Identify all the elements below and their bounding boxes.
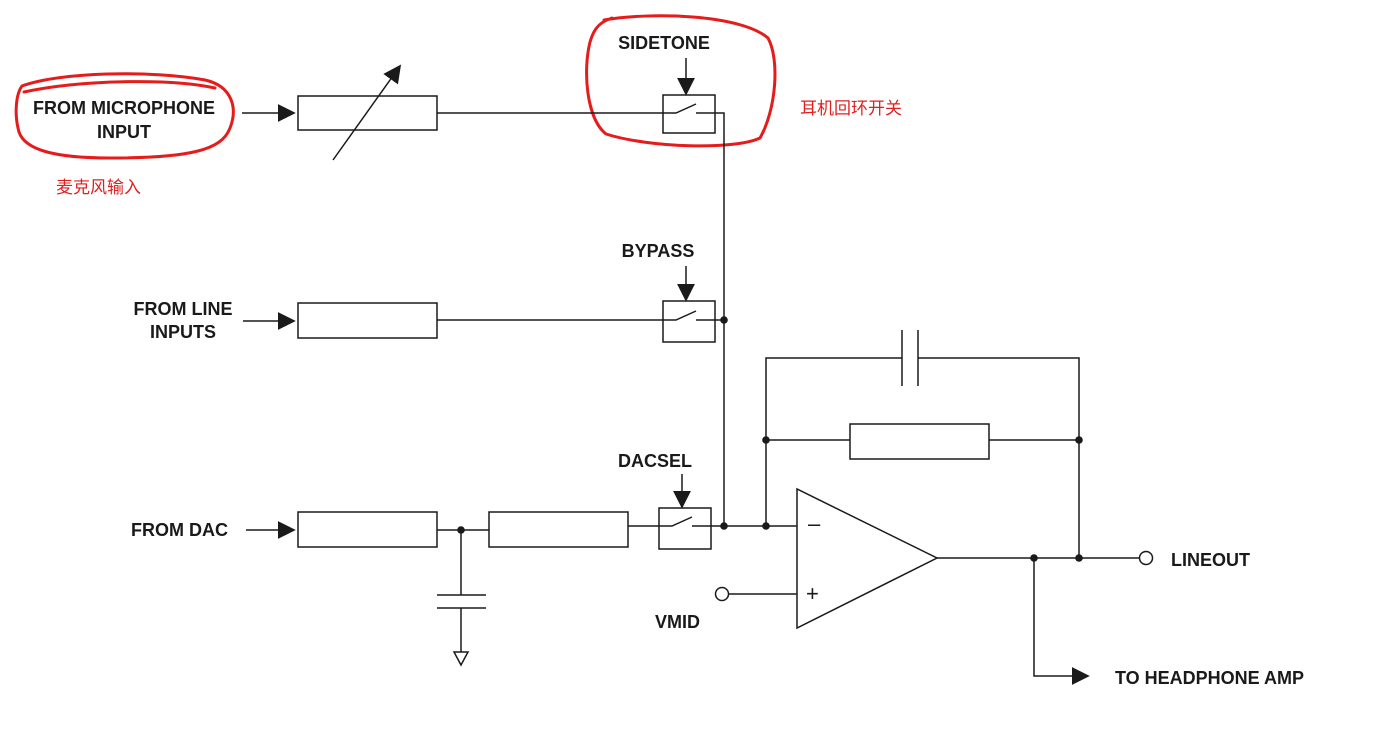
mic-label-line1: FROM MICROPHONE — [33, 98, 215, 118]
feedback-cap-wire-left — [765, 357, 902, 526]
op-amp — [796, 487, 939, 630]
feedback-junction-left — [762, 436, 770, 444]
vmid-terminal — [714, 586, 730, 602]
bypass-switch — [662, 300, 716, 343]
sidetone-cn-annotation: 耳机回环开关 — [800, 99, 902, 119]
headphone-label: TO HEADPHONE AMP — [1115, 668, 1304, 688]
op-amp-plus: + — [806, 581, 819, 606]
lineout-terminal — [1138, 550, 1154, 566]
bypass-label: BYPASS — [622, 241, 695, 261]
mic-highlight-outline — [14, 72, 235, 160]
dacsel-switch-contact — [659, 516, 711, 527]
sidetone-label: SIDETONE — [618, 33, 710, 53]
sidetone-switch — [662, 94, 716, 134]
mic-label-line2: INPUT — [97, 122, 151, 142]
dac-label: FROM DAC — [131, 520, 228, 540]
sidetone-wire — [715, 112, 725, 526]
feedback-junction-right — [1075, 436, 1083, 444]
mic-pga-block — [297, 95, 438, 131]
output-junction-2 — [1075, 554, 1083, 562]
vmid-label: VMID — [655, 612, 700, 632]
sidetone-highlight-outline — [585, 14, 777, 148]
op-amp-minus: – — [808, 511, 821, 536]
headphone-wire — [1033, 558, 1090, 685]
dacsel-switch — [658, 507, 712, 550]
ground-symbol — [452, 651, 470, 667]
dacsel-label: DACSEL — [618, 451, 692, 471]
mic-cn-annotation: 麦克风输入 — [56, 178, 141, 198]
dac-block — [297, 511, 438, 548]
bypass-switch-contact — [663, 310, 724, 321]
sidetone-switch-contact — [663, 103, 715, 114]
summing-junction-1 — [720, 522, 728, 530]
line-input-block — [297, 302, 438, 339]
bypass-junction — [720, 316, 728, 324]
line-input-label-line2: INPUTS — [150, 322, 216, 342]
feedback-cap-wire-right — [918, 357, 1080, 558]
variable-gain-arrow — [332, 64, 402, 161]
line-input-label-line1: FROM LINE — [134, 299, 233, 319]
lineout-label: LINEOUT — [1171, 550, 1250, 570]
dac-filter-block — [488, 511, 629, 548]
feedback-resistor — [849, 423, 990, 460]
